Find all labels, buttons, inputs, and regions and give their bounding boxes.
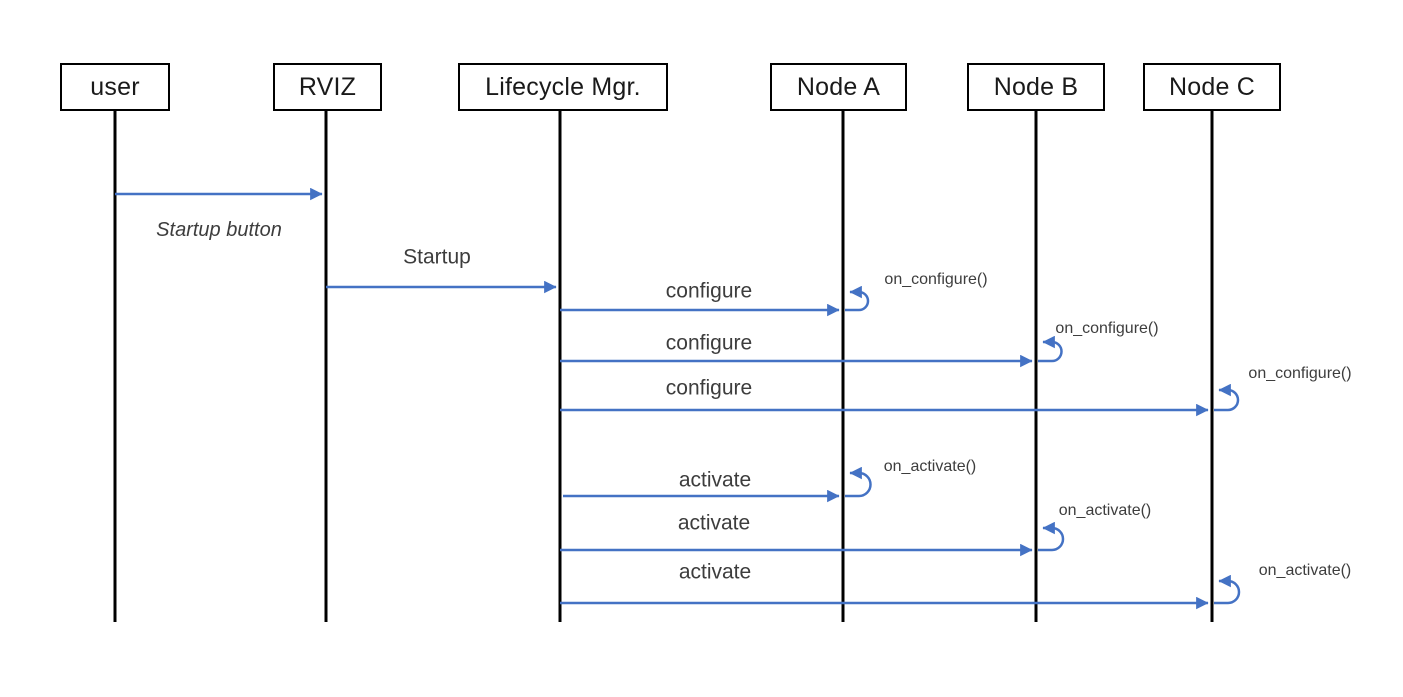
- loop-on-configure-node-c: [1214, 383, 1240, 412]
- actor-box-rviz: RVIZ: [273, 63, 382, 111]
- message-label-startup: Startup: [403, 245, 471, 269]
- self-call-label-on-configure-node-a: on_configure(): [884, 271, 988, 288]
- self-call-label-on-activate-node-c: on_activate(): [1258, 562, 1352, 579]
- message-label-configure-node-c: configure: [665, 376, 753, 400]
- loop-on-activate-node-c: [1214, 574, 1241, 605]
- self-call-label-on-activate-node-a: on_activate(): [883, 458, 977, 475]
- actor-box-node-b: Node B: [967, 63, 1105, 111]
- lifelines: [113, 111, 1214, 622]
- loop-on-configure-node-a: [845, 285, 870, 312]
- actor-box-user: user: [60, 63, 170, 111]
- self-call-label-on-configure-node-c: on_configure(): [1248, 365, 1352, 382]
- message-label-startup-button: Startup button: [156, 219, 282, 241]
- message-arrows: [115, 187, 1209, 610]
- message-label-activate-node-b: activate: [677, 511, 751, 535]
- actor-box-node-c: Node C: [1143, 63, 1281, 111]
- loop-on-configure-node-b: [1038, 335, 1063, 363]
- actor-box-lifecycle-mgr: Lifecycle Mgr.: [458, 63, 668, 111]
- message-label-activate-node-c: activate: [678, 560, 752, 584]
- loop-on-activate-node-b: [1038, 521, 1065, 552]
- self-call-label-on-configure-node-b: on_configure(): [1055, 320, 1159, 337]
- self-call-label-on-activate-node-b: on_activate(): [1058, 502, 1152, 519]
- message-label-activate-node-a: activate: [678, 468, 752, 492]
- message-label-configure-node-a: configure: [665, 279, 753, 303]
- actor-box-node-a: Node A: [770, 63, 907, 111]
- self-call-loops: [845, 285, 1241, 605]
- loop-on-activate-node-a: [845, 466, 872, 498]
- message-label-configure-node-b: configure: [665, 331, 753, 355]
